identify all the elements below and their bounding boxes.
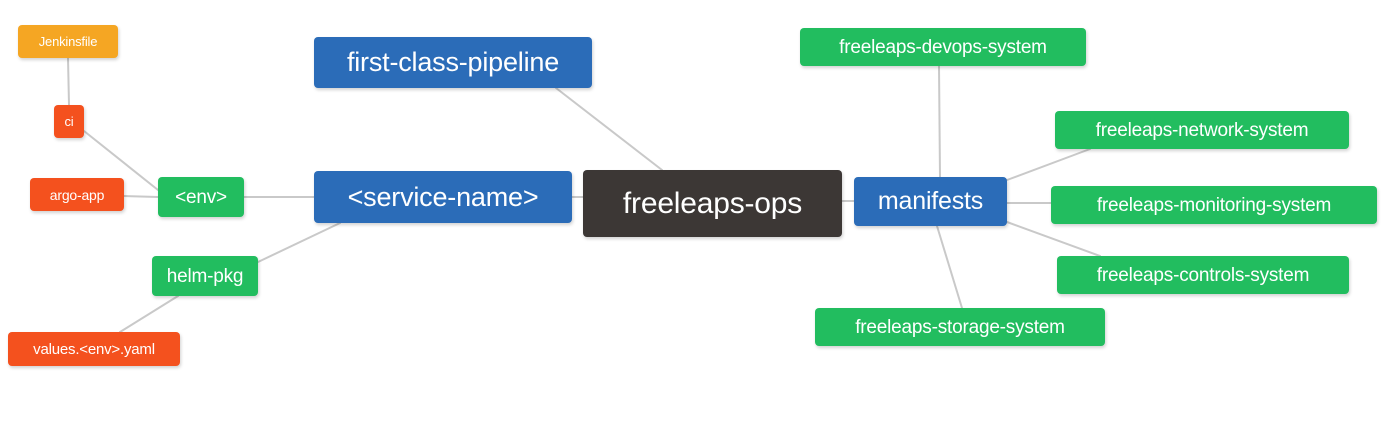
edge-manifests-to-freeleaps-controls-system [1006, 221, 1101, 257]
node-first-class-pipeline[interactable]: first-class-pipeline [314, 37, 592, 88]
node-jenkinsfile[interactable]: Jenkinsfile [18, 25, 118, 58]
node-freeleaps-network-system[interactable]: freeleaps-network-system [1055, 111, 1349, 149]
node-freeleaps-devops-system[interactable]: freeleaps-devops-system [800, 28, 1086, 66]
node-manifests[interactable]: manifests [854, 177, 1007, 226]
edge-manifests-to-freeleaps-storage-system [936, 225, 963, 309]
node-env[interactable]: <env> [158, 177, 244, 217]
node-freeleaps-storage-system[interactable]: freeleaps-storage-system [815, 308, 1105, 346]
node-values-env-yaml[interactable]: values.<env>.yaml [8, 332, 180, 366]
node-freeleaps-monitoring-system[interactable]: freeleaps-monitoring-system [1051, 186, 1377, 224]
node-service-name[interactable]: <service-name> [314, 171, 572, 223]
node-freeleaps-ops[interactable]: freeleaps-ops [583, 170, 842, 237]
edge-jenkinsfile-to-ci [67, 57, 70, 106]
edge-manifests-to-freeleaps-devops-system [938, 65, 941, 178]
edge-service-name-to-helm-pkg [257, 222, 341, 263]
edge-helm-pkg-to-values-env-yaml [119, 295, 179, 333]
node-freeleaps-controls-system[interactable]: freeleaps-controls-system [1057, 256, 1349, 294]
edge-argo-app-to-env [123, 195, 159, 198]
edge-manifests-to-freeleaps-network-system [1006, 148, 1091, 181]
node-ci[interactable]: ci [54, 105, 84, 138]
node-helm-pkg[interactable]: helm-pkg [152, 256, 258, 296]
node-argo-app[interactable]: argo-app [30, 178, 124, 211]
edge-first-class-pipeline-to-freeleaps-ops [555, 87, 663, 171]
